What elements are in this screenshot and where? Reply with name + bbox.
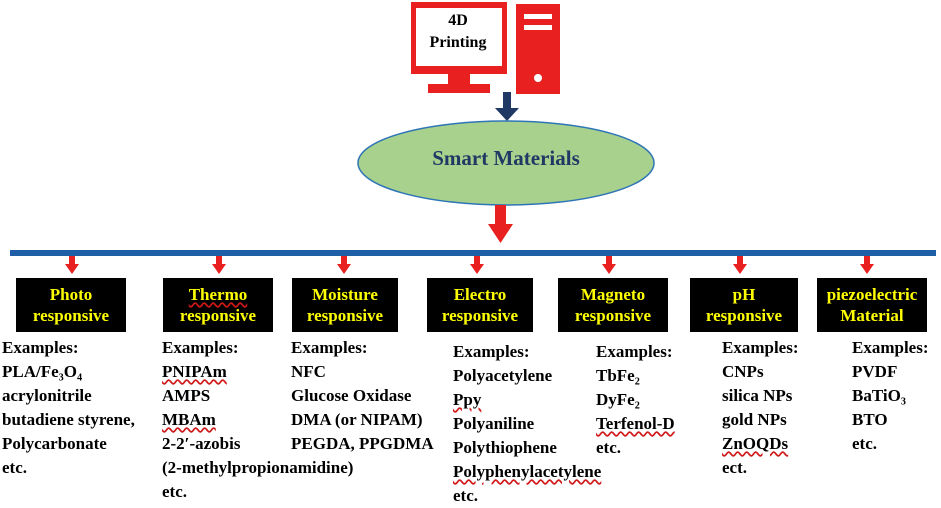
category-ph-line1: pH <box>732 285 756 304</box>
category-box-electro: Electro responsive <box>427 278 533 332</box>
monitor-label-line1: 4D <box>448 12 468 29</box>
examples-magneto: Examples: TbFe₂ DyFe₂ Terfenol-D etc. <box>596 340 675 460</box>
example-item: butadiene styrene, <box>2 410 135 429</box>
example-item: Polycarbonate <box>2 434 107 453</box>
example-item: Polyaniline <box>453 414 535 433</box>
example-item: DMA (or NIPAM) <box>291 410 423 429</box>
example-item: acrylonitrile <box>2 386 92 405</box>
diagram-canvas <box>10 2 936 274</box>
category-box-moisture: Moisture responsive <box>292 278 398 332</box>
monitor-icon <box>411 2 507 93</box>
examples-piezo: Examples: PVDF BaTiO₃ BTO etc. <box>852 336 929 456</box>
example-item: BaTiO₃ <box>852 386 906 405</box>
example-item: Examples: <box>453 342 530 361</box>
example-item: etc. <box>852 434 878 453</box>
computer-tower-icon <box>516 4 560 94</box>
category-box-thermo: Thermo responsive <box>163 278 273 332</box>
branch-arrow-photo <box>65 256 79 274</box>
example-item: etc. <box>453 486 479 505</box>
arrow-down-red-center <box>488 205 513 243</box>
example-item: Ppy <box>453 390 482 409</box>
category-piezo-line2: Material <box>840 306 904 325</box>
branch-arrow-magneto <box>602 256 616 274</box>
example-item: ZnOQDs <box>722 434 789 453</box>
arrow-down-navy <box>495 92 519 121</box>
category-thermo-line1: Thermo <box>188 285 248 304</box>
branch-arrows <box>65 256 874 274</box>
monitor-label-line2: Printing <box>429 34 487 51</box>
example-item: DyFe₂ <box>596 390 640 409</box>
example-item: Polythiophene <box>453 438 557 457</box>
example-item: Examples: <box>2 338 79 357</box>
category-piezo-line1: piezoelectric <box>826 285 918 304</box>
branch-arrow-ph <box>733 256 747 274</box>
category-box-magneto: Magneto responsive <box>558 278 668 332</box>
category-box-photo: Photo responsive <box>16 278 126 332</box>
smart-materials-label: Smart Materials <box>432 146 580 170</box>
category-ph-line2: responsive <box>705 306 783 325</box>
example-item: NFC <box>291 362 326 381</box>
category-thermo-line2: responsive <box>179 306 257 325</box>
example-item: MBAm <box>162 410 216 429</box>
category-magneto-line2: responsive <box>574 306 652 325</box>
category-box-ph: pH responsive <box>690 278 798 332</box>
example-item: BTO <box>852 410 888 429</box>
example-item: etc. <box>162 482 188 501</box>
example-item: PNIPAm <box>162 362 227 381</box>
example-item: PEGDA, PPGDMA <box>291 434 434 453</box>
example-item: Examples: <box>162 338 239 357</box>
category-box-piezo: piezoelectric Material <box>817 278 927 332</box>
category-photo-line2: responsive <box>32 306 110 325</box>
example-item: Examples: <box>291 338 368 357</box>
branch-arrow-electro <box>470 256 484 274</box>
horizontal-bar <box>10 250 936 256</box>
branch-arrow-thermo <box>212 256 226 274</box>
example-item: etc. <box>2 458 28 477</box>
branch-arrow-moisture <box>337 256 351 274</box>
example-item: silica NPs <box>722 386 793 405</box>
example-item: Terfenol-D <box>596 414 675 433</box>
example-item: Glucose Oxidase <box>291 386 412 405</box>
example-item: TbFe₂ <box>596 366 640 385</box>
category-electro-line1: Electro <box>453 285 507 304</box>
category-moisture-line2: responsive <box>306 306 384 325</box>
example-item: gold NPs <box>722 410 787 429</box>
example-item: (2-methylpropionamidine) <box>162 458 354 477</box>
category-magneto-line1: Magneto <box>580 285 646 304</box>
example-item: etc. <box>596 438 622 457</box>
example-item: PLA/Fe₃O₄ <box>2 362 83 381</box>
example-item: Examples: <box>722 338 799 357</box>
examples-photo: Examples: PLA/Fe₃O₄ acrylonitrile butadi… <box>2 336 135 480</box>
monitor-label: 4D Printing <box>416 10 500 54</box>
category-electro-line2: responsive <box>441 306 519 325</box>
branch-arrow-piezo <box>860 256 874 274</box>
example-item: CNPs <box>722 362 764 381</box>
category-photo-line1: Photo <box>49 285 93 304</box>
example-item: Polyphenylacetylene <box>453 462 602 481</box>
example-item: Polyacetylene <box>453 366 553 385</box>
example-item: AMPS <box>162 386 211 405</box>
example-item: Examples: <box>852 338 929 357</box>
example-item: ect. <box>722 458 748 477</box>
example-item: PVDF <box>852 362 898 381</box>
category-moisture-line1: Moisture <box>312 285 378 304</box>
examples-ph: Examples: CNPs silica NPs gold NPs ZnOQD… <box>722 336 799 480</box>
examples-electro: Examples: Polyacetylene Ppy Polyaniline … <box>453 340 601 508</box>
examples-moisture: Examples: NFC Glucose Oxidase DMA (or NI… <box>291 336 434 456</box>
example-item: 2-2′-azobis <box>162 434 241 453</box>
example-item: Examples: <box>596 342 673 361</box>
